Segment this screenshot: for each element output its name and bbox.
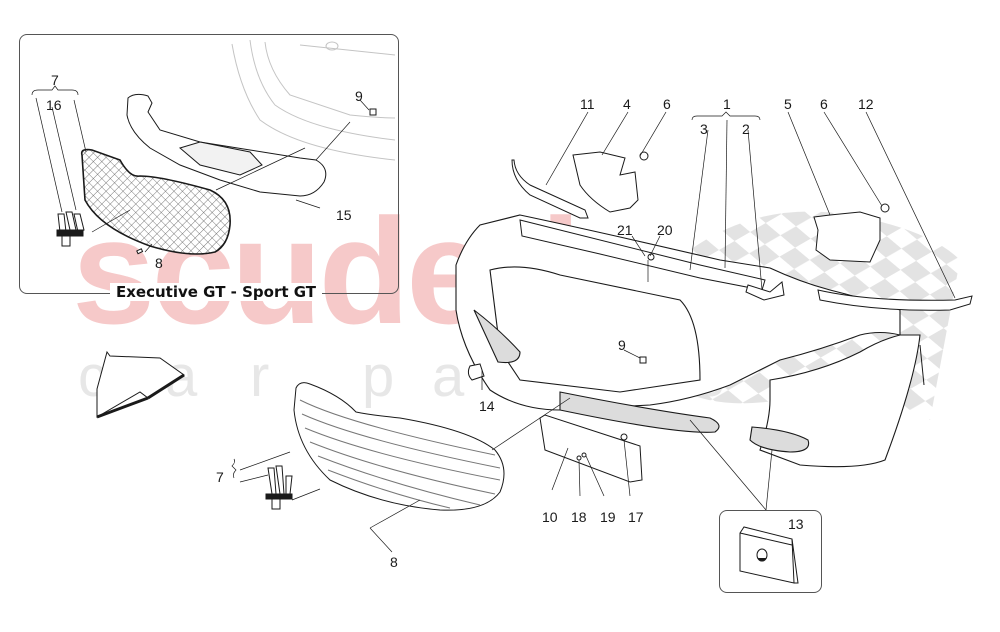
part-1-front-bumper (455, 214, 921, 468)
part-12-trim (817, 289, 973, 311)
inset-ghost-car (231, 39, 396, 161)
callout-2: 2 (742, 121, 750, 137)
callout-1: 1 (723, 96, 731, 112)
callout-20: 20 (657, 222, 673, 238)
callout-11: 11 (580, 96, 595, 112)
callout-14: 14 (479, 398, 495, 414)
trident-emblem-main (265, 465, 293, 510)
callout-17: 17 (628, 509, 644, 525)
part-9-clip (639, 356, 647, 364)
callout-5: 5 (784, 96, 792, 112)
part-6-nut (639, 151, 649, 161)
part-6-nut-right (880, 203, 890, 213)
callout-10: 10 (542, 509, 558, 525)
callout-9-inset: 9 (355, 88, 363, 104)
part-13-detail-box: 13 (719, 510, 822, 593)
inset-fasteners (136, 108, 377, 255)
callout-15: 15 (336, 207, 352, 223)
callout-4: 4 (623, 96, 631, 112)
callout-9: 9 (618, 337, 626, 353)
inset-leader-lines (31, 85, 370, 253)
callout-12: 12 (858, 96, 874, 112)
callout-3: 3 (700, 121, 708, 137)
callout-7: 7 (216, 469, 224, 485)
callout-18: 18 (571, 509, 587, 525)
variant-label: Executive GT - Sport GT (110, 283, 323, 301)
part-3-strip (519, 219, 766, 291)
part-2-bracket (745, 281, 785, 301)
watermark-letter: r (250, 344, 270, 409)
part-13-badge-pouch (739, 526, 799, 584)
callout-19: 19 (600, 509, 616, 525)
callout-6-right: 6 (820, 96, 828, 112)
part-10-bracket (539, 414, 643, 483)
part-5-bracket (813, 211, 881, 263)
part-7-main-grille (293, 382, 505, 511)
part-4-bracket (572, 151, 639, 213)
lower-parts (467, 253, 925, 483)
upper-parts (511, 151, 973, 311)
callout-21: 21 (617, 222, 633, 238)
part-11-trim (511, 159, 589, 219)
callout-7-inset: 7 (51, 72, 59, 88)
callout-8-inset: 8 (155, 255, 163, 271)
callout-13: 13 (788, 516, 804, 532)
watermark-letter: a (432, 344, 465, 409)
callout-8: 8 (390, 554, 398, 570)
callout-6-left: 6 (663, 96, 671, 112)
part-15-spoiler (126, 93, 327, 197)
main-leader-lines (231, 111, 956, 553)
watermark-letter: p (362, 344, 395, 409)
trident-emblem-inset (56, 211, 85, 247)
callout-16: 16 (46, 97, 62, 113)
direction-arrow-icon (96, 350, 185, 419)
variant-inset-frame (19, 34, 399, 294)
